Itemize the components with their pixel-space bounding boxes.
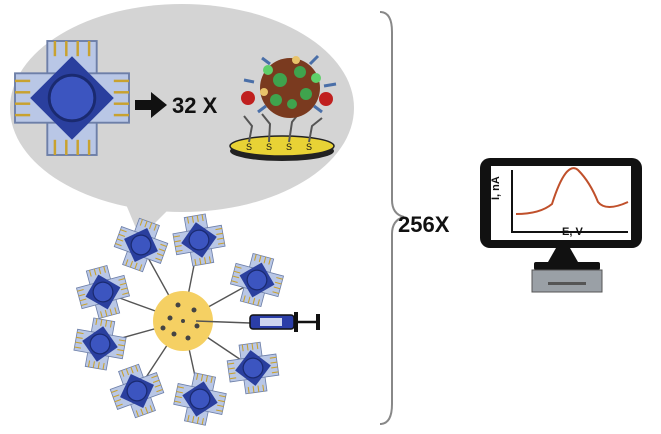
svg-text:S: S bbox=[246, 142, 252, 152]
syringe-icon bbox=[195, 312, 320, 332]
sensor-chip-icon bbox=[226, 249, 288, 311]
sensor-chip-icon bbox=[72, 261, 134, 323]
y-axis-label: I, nA bbox=[490, 176, 502, 200]
sensor-chip-icon bbox=[169, 210, 229, 270]
monitor-icon bbox=[480, 158, 642, 293]
sensor-array bbox=[70, 210, 288, 429]
electrode-icon: S S S S bbox=[229, 111, 335, 161]
sensor-chip-icon bbox=[108, 212, 174, 278]
svg-text:S: S bbox=[306, 142, 312, 152]
channel-count-label: 256X bbox=[398, 212, 450, 237]
x-axis-label: E, V bbox=[562, 226, 583, 238]
curly-brace-icon bbox=[379, 11, 405, 425]
sensor-chip-icon bbox=[70, 314, 130, 374]
sensor-chip-icon bbox=[104, 358, 170, 424]
svg-text:S: S bbox=[286, 142, 292, 152]
nanoparticle-icon bbox=[241, 54, 337, 118]
svg-text:S: S bbox=[266, 142, 272, 152]
sensor-chip-icon bbox=[224, 339, 282, 397]
multiplier-label: 32 X bbox=[172, 93, 218, 118]
sensor-chip-icon bbox=[170, 369, 230, 429]
arrow-right-icon bbox=[135, 92, 167, 118]
